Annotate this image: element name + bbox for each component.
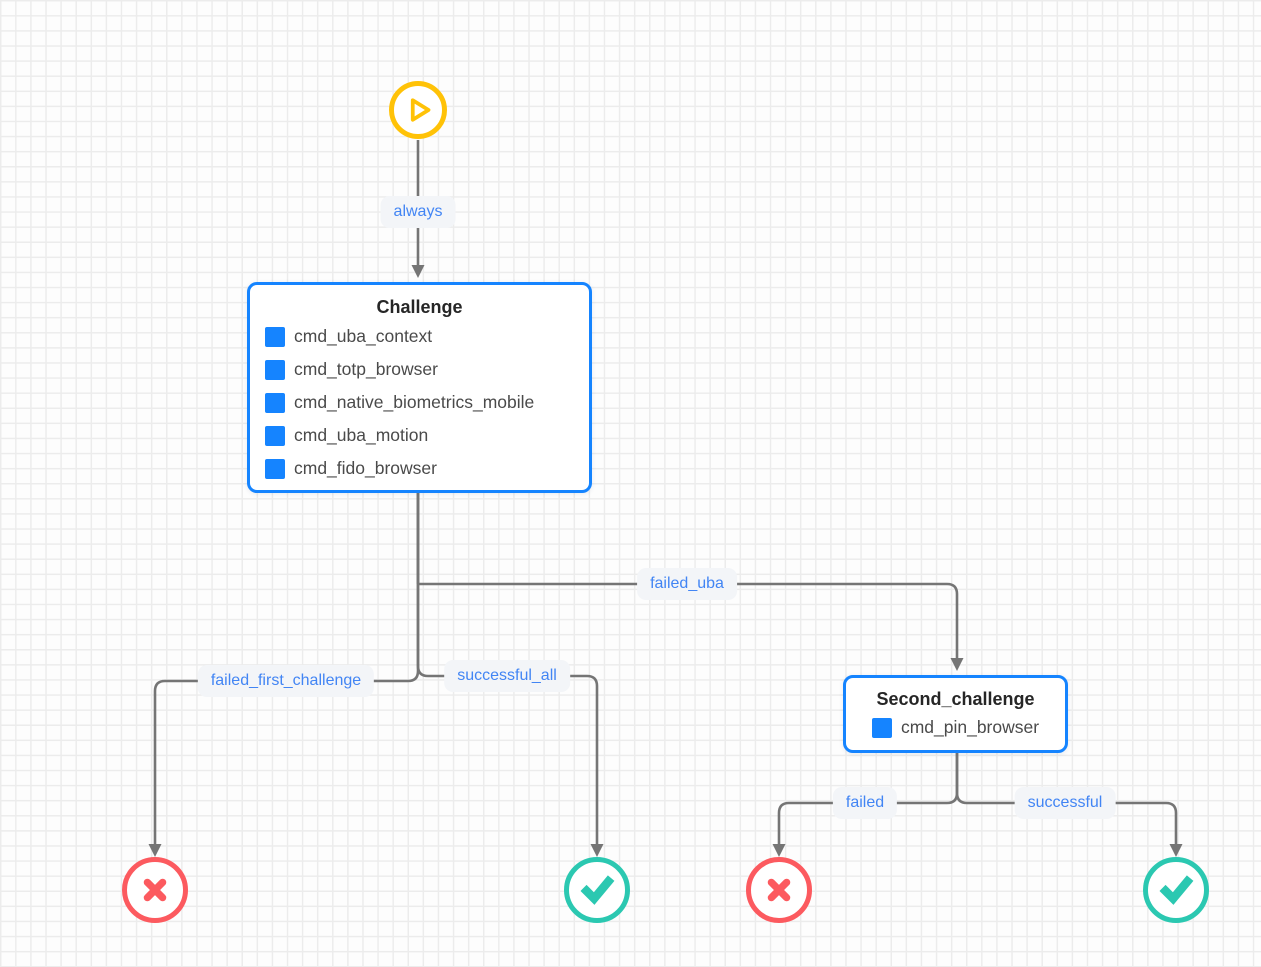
command-square-icon [265,359,285,380]
command-label: cmd_fido_browser [294,458,437,478]
edge-successful-arrowhead [1169,844,1183,857]
check-icon [578,871,616,909]
node-title: Challenge [376,297,463,317]
edge-label-failed[interactable]: failed [832,787,898,819]
edge-label-successful[interactable]: successful [1014,787,1116,819]
command-row: cmd_totp_browser [265,353,589,386]
command-label: cmd_native_biometrics_mobile [294,392,535,412]
node-second-challenge[interactable]: Second_challenge cmd_pin_browser [843,675,1068,753]
edge-successful-all-arrowhead [590,844,604,857]
command-row: cmd_fido_browser [265,452,589,485]
command-label: cmd_totp_browser [294,359,438,379]
edge-label-failed-uba[interactable]: failed_uba [637,568,737,600]
end-node-success-right[interactable] [1143,857,1209,923]
start-node[interactable] [389,81,447,139]
cross-icon [762,873,796,907]
edge-failed-arrowhead [772,844,786,857]
command-label: cmd_uba_motion [294,425,429,445]
command-square-icon [265,326,285,347]
node-challenge[interactable]: Challenge cmd_uba_context cmd_totp_brows… [247,282,592,493]
node-title: Second_challenge [876,689,1035,709]
command-row: cmd_uba_motion [265,419,589,452]
check-icon [1157,871,1195,909]
edge-failed-first-challenge-arrowhead [148,844,162,857]
play-icon [400,92,436,128]
end-node-failure-left[interactable] [122,857,188,923]
edge-failed-uba-arrowhead [950,658,964,671]
command-row: cmd_uba_context [265,320,589,353]
command-square-icon [265,425,285,446]
edge-label-failed-first-challenge[interactable]: failed_first_challenge [197,665,375,697]
edge-label-always[interactable]: always [380,196,456,228]
command-square-icon [265,458,285,479]
edge-always-arrowhead [411,265,425,278]
command-row: cmd_pin_browser [846,712,1065,743]
end-node-success-left[interactable] [564,857,630,923]
command-label: cmd_uba_context [294,326,433,346]
end-node-failure-right[interactable] [746,857,812,923]
cross-icon [138,873,172,907]
edge-label-successful-all[interactable]: successful_all [444,660,570,692]
command-square-icon [265,392,285,413]
command-square-icon [871,717,892,738]
command-label: cmd_pin_browser [900,717,1040,737]
command-row: cmd_native_biometrics_mobile [265,386,589,419]
